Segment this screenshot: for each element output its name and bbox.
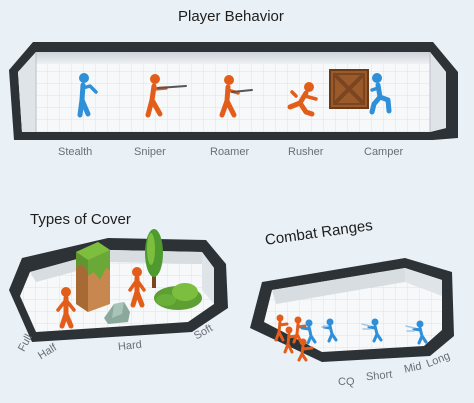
behavior-label-camper: Camper — [364, 146, 404, 158]
types-of-cover-title: Types of Cover — [30, 211, 131, 228]
half-cover-figure-icon — [56, 287, 76, 329]
camper-figure-icon — [369, 73, 392, 115]
range-label-cq: CQ — [338, 376, 355, 388]
behavior-label-stealth: Stealth — [58, 146, 93, 158]
rusher-figure-icon — [287, 82, 318, 117]
combat-ranges-room — [250, 258, 454, 362]
short-blue-figure-icon — [321, 318, 338, 343]
long-blue-figure-icon — [405, 320, 428, 345]
roamer-figure-icon — [219, 75, 253, 118]
full-cover-block — [76, 242, 110, 312]
sniper-figure-icon — [145, 74, 187, 118]
stealth-figure-icon — [77, 73, 98, 118]
hard-cover-figure-icon — [128, 267, 146, 308]
cq-blue-figure-icon — [300, 319, 317, 345]
tree-icon — [145, 229, 163, 288]
mid-blue-figure-icon — [361, 318, 383, 343]
crate-icon — [329, 69, 369, 109]
player-behavior-title: Player Behavior — [178, 8, 284, 25]
bush-icon — [154, 283, 202, 310]
behavior-label-roamer: Roamer — [210, 146, 250, 158]
behavior-label-rusher: Rusher — [288, 146, 324, 158]
rock-icon — [104, 302, 130, 324]
cq-orange-figures-icon — [274, 314, 314, 362]
cover-label-hard: Hard — [117, 338, 143, 354]
behavior-label-sniper: Sniper — [134, 146, 166, 158]
